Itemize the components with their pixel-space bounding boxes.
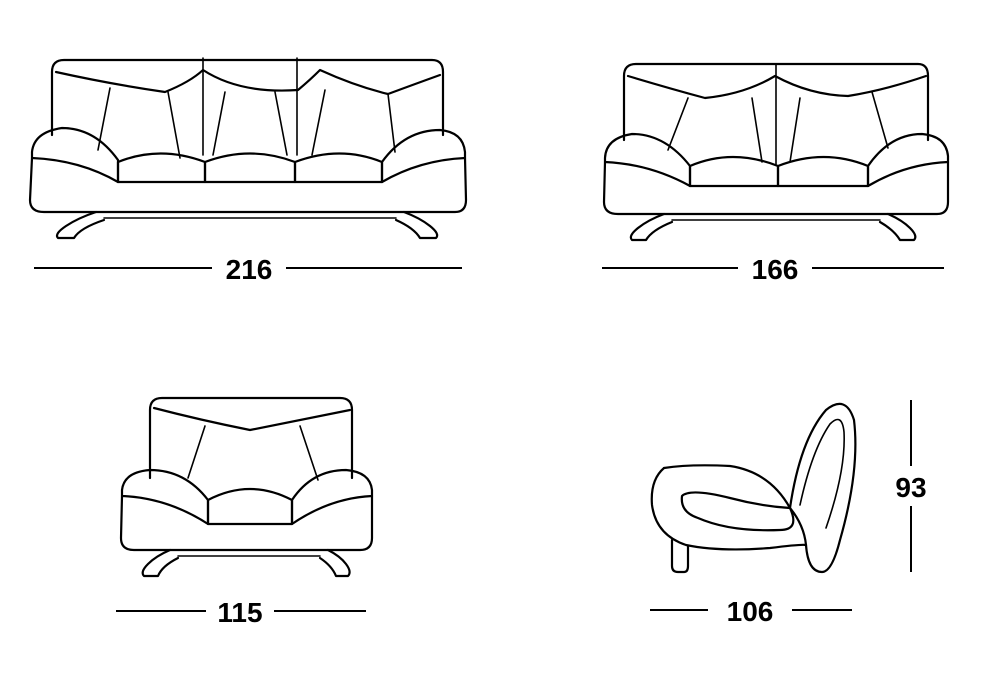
width-label-166: 166 xyxy=(752,254,799,285)
armchair-front-view xyxy=(119,396,374,578)
width-label-115: 115 xyxy=(217,597,262,628)
dimension-106: 106 xyxy=(650,596,852,627)
dimension-115: 115 xyxy=(116,597,366,628)
dimension-93: 93 xyxy=(895,400,927,572)
height-label-93: 93 xyxy=(895,472,926,503)
dimension-216: 216 xyxy=(34,254,462,285)
width-label-216: 216 xyxy=(226,254,273,285)
sofa-2-seat-front-view xyxy=(602,62,950,242)
depth-label-106: 106 xyxy=(727,596,774,627)
side-view xyxy=(650,402,857,574)
dimension-166: 166 xyxy=(602,254,944,285)
sofa-3-seat-front-view xyxy=(28,57,468,240)
